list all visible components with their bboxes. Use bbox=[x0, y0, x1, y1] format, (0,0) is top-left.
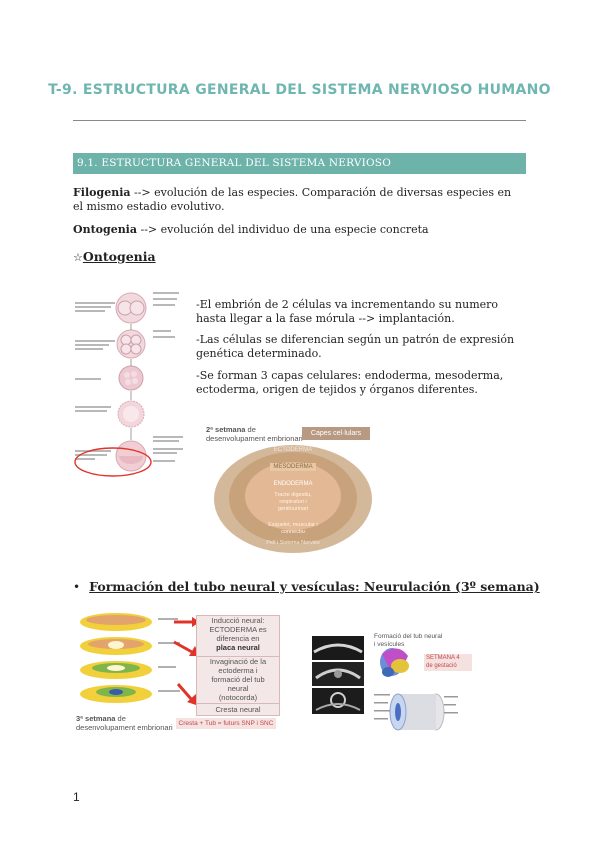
tube-week-line-1: SETMANA 4 bbox=[426, 655, 460, 661]
title-divider bbox=[73, 120, 526, 121]
tube-title-line-1: Formació del tub neural bbox=[374, 633, 443, 640]
invagination-line-1: Invaginació de la bbox=[209, 657, 267, 666]
ontogenia-text: --> evolución del individuo de una espec… bbox=[137, 223, 429, 236]
ontogenia-heading-label: Ontogenia bbox=[82, 249, 156, 264]
ontogenia-point-3: -Se forman 3 capas celulares: endoderma,… bbox=[196, 369, 504, 396]
neural-week-rest: de bbox=[115, 714, 126, 723]
mesoderma-label: MESODERMA bbox=[270, 463, 316, 471]
embryo-caption-lines bbox=[75, 302, 115, 460]
section-photos bbox=[312, 636, 364, 714]
endoderma-label: ENDODERMA bbox=[273, 481, 313, 487]
embryo-3d bbox=[380, 648, 409, 677]
invagination-line-5: (notocorda) bbox=[218, 693, 258, 702]
embryo-two-cell bbox=[115, 292, 147, 324]
layers-week-bold: 2ª setmana bbox=[206, 425, 246, 434]
stage-neural-tube bbox=[80, 685, 152, 703]
filogenia-term: Filogenia bbox=[73, 186, 131, 199]
filogenia-text: --> evolución de las especies. Comparaci… bbox=[73, 186, 512, 213]
mesoderma-description: Esquelet, muscular i connectiu bbox=[268, 522, 318, 535]
neural-crest-box: Cresta neural bbox=[196, 703, 280, 716]
neural-footer: Cresta + Tub = futurs SNP i SNC bbox=[176, 718, 276, 729]
neurulation-heading-label: Formación del tubo neural y vesículas: N… bbox=[89, 579, 540, 594]
ontogenia-point-1: -El embrión de 2 células va incrementand… bbox=[196, 298, 499, 325]
star-icon: ☆ bbox=[73, 251, 83, 264]
ontogenia-term: Ontogenia bbox=[73, 223, 137, 236]
document-title: T-9. ESTRUCTURA GENERAL DEL SISTEMA NERV… bbox=[48, 82, 551, 98]
tube-week-box: SETMANA 4 de gestació bbox=[424, 654, 472, 671]
neural-induction-line-4: placa neural bbox=[216, 643, 260, 652]
stage-neural-plate bbox=[80, 613, 152, 631]
embryo-development-figure bbox=[74, 292, 183, 477]
bullet-icon: • bbox=[73, 580, 81, 594]
endoderma-description: Tracte digestiu, respiratori i genitouri… bbox=[274, 492, 312, 512]
neural-induction-line-1: Inducció neural: bbox=[211, 616, 265, 625]
neural-induction-line-2: ECTODERMA es bbox=[209, 625, 267, 634]
stage-neural-groove bbox=[80, 637, 152, 655]
neural-plate-diagram bbox=[80, 613, 180, 703]
tube-title: Formació del tub neural i vesícules bbox=[374, 633, 444, 649]
layers-week-rest: de desenvolupament embrionari bbox=[206, 425, 303, 443]
neural-induction-line-3: diferencia en bbox=[216, 634, 260, 643]
ectoderma-label: ECTODERMA bbox=[273, 447, 313, 453]
tube-title-line-2: i vesícules bbox=[374, 641, 405, 648]
tube-cylinder bbox=[389, 693, 445, 731]
layers-box: Capes cel·lulars bbox=[302, 427, 370, 440]
endoderm-layer bbox=[245, 462, 341, 530]
page-number: 1 bbox=[73, 790, 80, 804]
invagination-line-2: ectoderma i bbox=[218, 666, 258, 675]
ontogenia-definition: Ontogenia --> evolución del individuo de… bbox=[73, 223, 513, 237]
embryo-implantation bbox=[115, 440, 147, 472]
neural-tube-figure bbox=[312, 636, 458, 731]
embryo-blastocyst bbox=[117, 400, 145, 428]
invagination-line-4: neural bbox=[227, 684, 249, 693]
invagination-line-3: formació del tub bbox=[211, 675, 265, 684]
neural-induction-box: Inducció neural: ECTODERMA es diferencia… bbox=[196, 615, 280, 657]
embryo-four-cell bbox=[116, 329, 146, 359]
layers-week-label: 2ª setmana de desenvolupament embrionari bbox=[206, 425, 306, 443]
cell-layers-diagram bbox=[214, 445, 372, 553]
ontogenia-heading: ☆Ontogenia bbox=[73, 246, 156, 265]
neural-week-label: 3ª setmana de desenvolupament embrionari bbox=[76, 714, 196, 732]
invagination-box: Invaginació de la ectoderma i formació d… bbox=[196, 656, 280, 704]
neural-week-bold: 3ª setmana bbox=[76, 714, 116, 723]
neurulation-heading: • Formación del tubo neural y vesículas:… bbox=[73, 576, 540, 595]
ectoderma-description: Pell i Sistema Nerviós bbox=[266, 540, 320, 546]
ontogenia-point-2: -Las células se diferencian según un pat… bbox=[196, 333, 515, 360]
stage-neural-fold bbox=[80, 661, 152, 679]
embryo-morula bbox=[118, 365, 144, 391]
filogenia-definition: Filogenia --> evolución de las especies.… bbox=[73, 186, 513, 214]
section-header-bar: 9.1. ESTRUCTURA GENERAL DEL SISTEMA NERV… bbox=[73, 153, 526, 174]
section-title: 9.1. ESTRUCTURA GENERAL DEL SISTEMA NERV… bbox=[77, 157, 391, 169]
tube-week-line-2: de gestació bbox=[426, 662, 457, 669]
neural-week-line2: desenvolupament embrionari bbox=[76, 723, 173, 732]
highlight-ellipse bbox=[74, 447, 152, 477]
